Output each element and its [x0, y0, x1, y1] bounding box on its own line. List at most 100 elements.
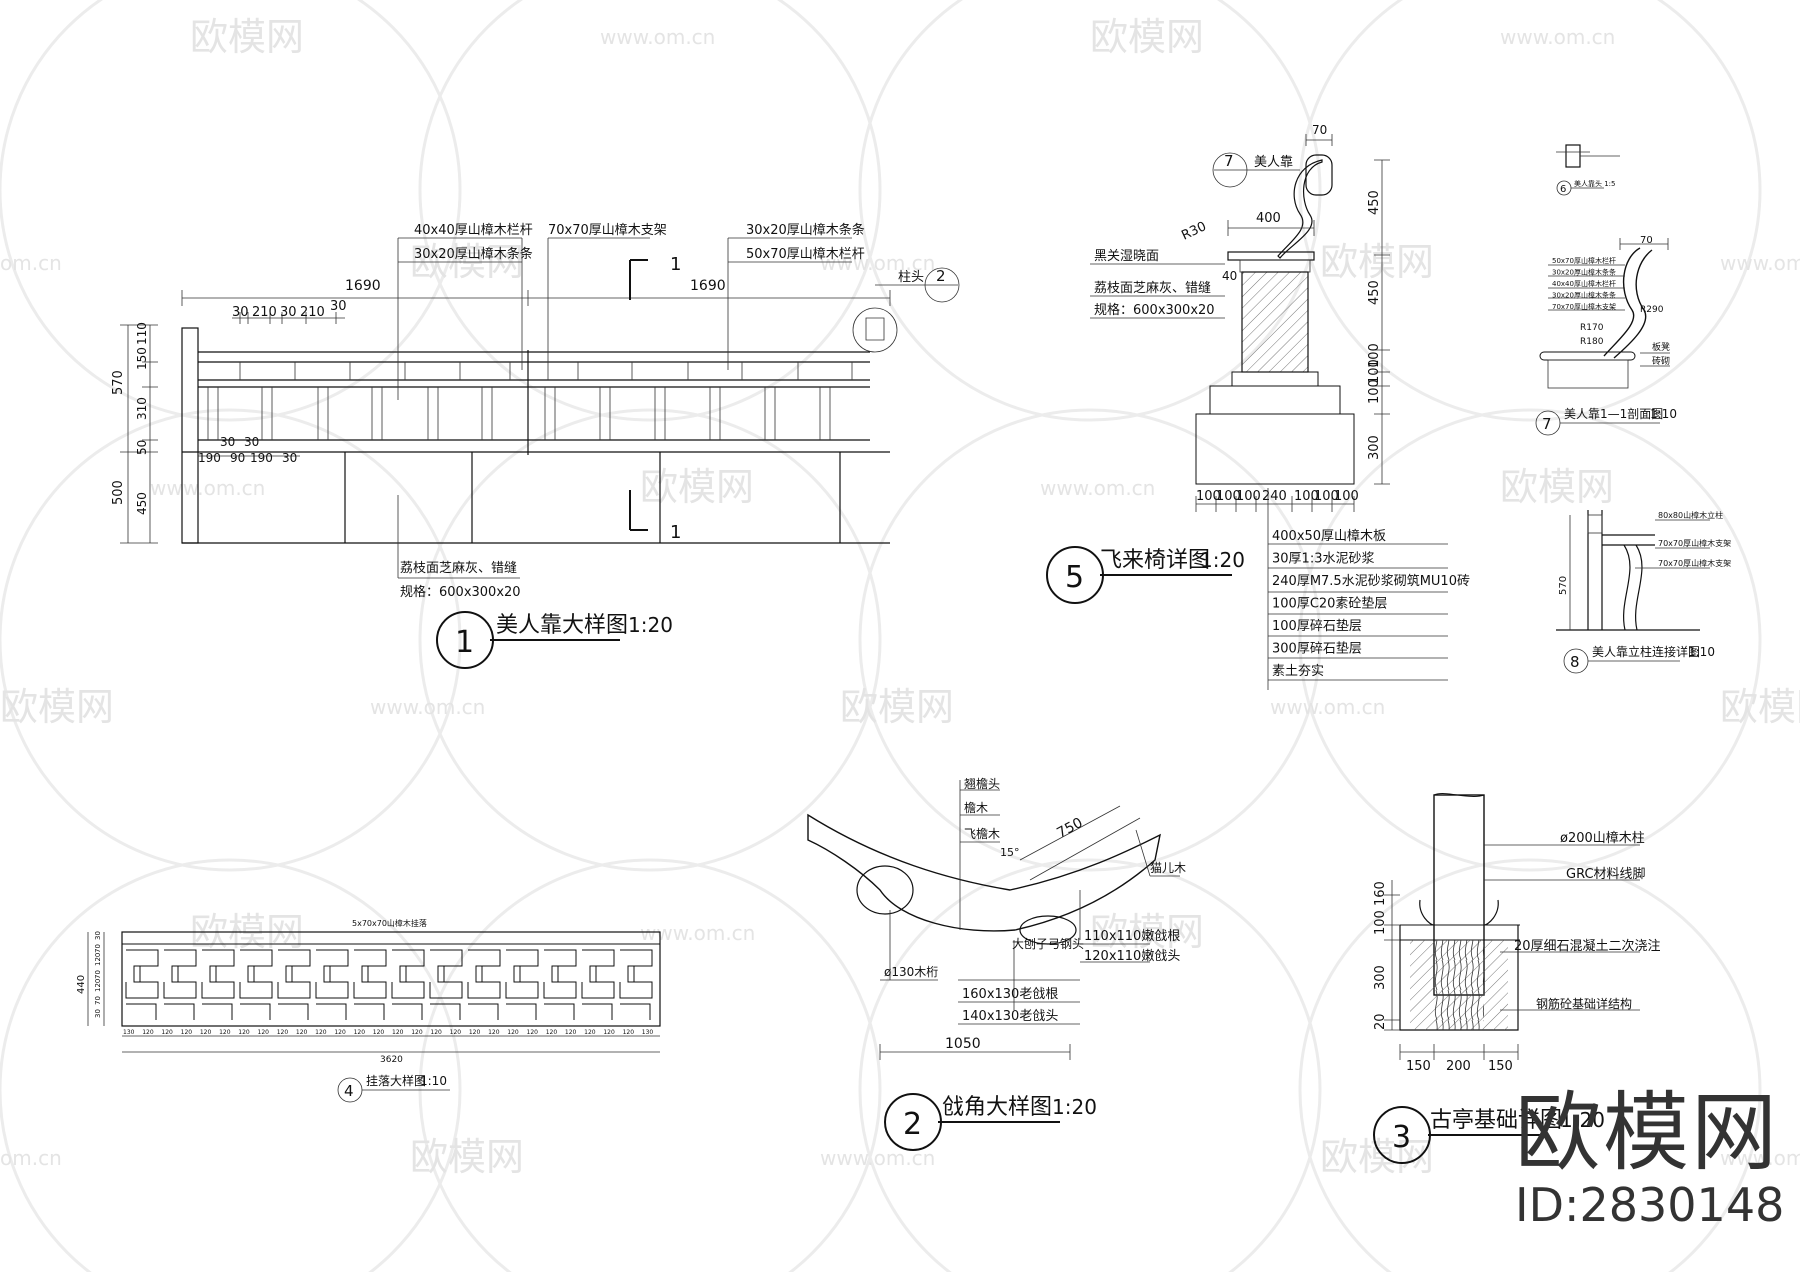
d4-dim-bottom: 120 [392, 1029, 404, 1036]
d2-angle: 15° [1000, 846, 1020, 859]
d5-dim-40: 40 [1222, 269, 1237, 283]
d4-dim-bottom: 120 [411, 1029, 423, 1036]
d8-number: 8 [1570, 653, 1580, 671]
watermark-url: www.om.cn [1500, 25, 1615, 49]
d4-dim-left: 70 [94, 970, 102, 979]
d4-dim-left: 30 [94, 931, 102, 940]
fret-cell [239, 949, 273, 1020]
d2-label-g: 160x130老戗根 [962, 987, 1058, 1002]
d1-dim-b30c: 30 [282, 451, 297, 465]
d7-title: 美人靠1—1剖面图 [1564, 407, 1663, 421]
d7-label: 40x40厚山樟木栏杆 [1552, 279, 1616, 288]
d1-callout-label: 柱头 [898, 270, 924, 285]
fret-cell [581, 949, 615, 1020]
d4-scale: 1:10 [420, 1074, 447, 1088]
d5-dim-r30: R30 [1179, 219, 1209, 243]
d4-dim-bottom: 120 [258, 1029, 270, 1036]
d4-top-label: 5x70x70山樟木挂落 [352, 918, 427, 928]
d4-dim-bottom: 120 [565, 1029, 577, 1036]
fret-cell [619, 949, 653, 1020]
d5-layer-label: 100厚C20素砼垫层 [1272, 596, 1387, 612]
watermark-url: www.om.cn [150, 476, 265, 500]
d4-dim-left: 120 [94, 953, 102, 966]
watermark-url: www.om.cn [1720, 251, 1800, 275]
d7-label: 30x20厚山樟木条条 [1552, 268, 1616, 277]
d7-radius-2: R180 [1580, 337, 1604, 347]
drawing-8-post-connection: 570 80x80山樟木立柱 70x70厚山樟木支架 70x70厚山樟木支架 8… [1556, 510, 1731, 674]
watermark-brand: 欧模网 [1720, 685, 1800, 729]
d2-number: 2 [903, 1107, 922, 1142]
d1-dim-b30b: 30 [244, 435, 259, 449]
d7-top-dim: 70 [1640, 235, 1653, 246]
d1-dim-b190b: 190 [250, 451, 273, 465]
d1-section-mark-bottom: 1 [670, 522, 681, 543]
d3-dim-bottom-2: 200 [1446, 1059, 1471, 1074]
fret-cell [277, 949, 311, 1020]
d6-title: 美人靠头 1:5 [1574, 179, 1616, 188]
d4-dim-bottom: 120 [238, 1029, 250, 1036]
d5-label-left3: 规格：600x300x20 [1094, 302, 1215, 318]
fret-cell [201, 949, 235, 1020]
d4-number: 4 [344, 1082, 354, 1100]
d1-dim-450: 450 [135, 492, 149, 515]
d2-label-e: ø130木桁 [884, 965, 938, 979]
fret-cell [505, 949, 539, 1020]
watermark-url: www.om.cn [1040, 476, 1155, 500]
d2-label-b: 檐木 [964, 801, 988, 815]
watermark-brand: 欧模网 [0, 685, 114, 729]
drawing-3-foundation: ø200山樟木柱 GRC材料线脚 20厚细石混凝土二次浇注 钢筋砼基础详结构 1… [1373, 793, 1661, 1164]
d3-dim-bottom-1: 150 [1406, 1059, 1431, 1074]
d1-label-bottom2: 规格：600x300x20 [400, 584, 521, 600]
d4-title: 挂落大样图 [366, 1073, 426, 1088]
d7-radius-1: R170 [1580, 323, 1604, 333]
d5-dim-bottom: 100 [1314, 489, 1339, 504]
d1-dim-570: 570 [111, 370, 126, 395]
d4-dim-left: 30 [94, 1009, 102, 1018]
d1-dim-b30a: 30 [220, 435, 235, 449]
d1-label-top1: 40x40厚山樟木栏杆 [414, 223, 533, 238]
d2-label-a: 翘檐头 [964, 777, 1000, 791]
d3-dim-left-3: 300 [1373, 965, 1388, 990]
drawing-1-railing-elevation: 1690 1690 30 210 30 210 30 570 500 150 1… [111, 222, 960, 669]
watermark-url: www.om.cn [640, 921, 755, 945]
d6-number: 6 [1560, 184, 1566, 195]
d8-dim: 570 [1558, 576, 1569, 595]
d4-height: 440 [76, 975, 87, 994]
brand-name: 欧模网 [1515, 1083, 1779, 1183]
d5-dim-bottom: 100 [1196, 489, 1221, 504]
d4-dim-bottom: 120 [584, 1029, 596, 1036]
d5-dim-bottom: 100 [1294, 489, 1319, 504]
d4-dim-bottom: 120 [277, 1029, 289, 1036]
d5-layer-label: 30厚1:3水泥砂浆 [1272, 552, 1374, 567]
d2-label-h: 140x130老戗头 [962, 1009, 1058, 1024]
d1-dim-210b: 210 [300, 305, 325, 320]
d5-number: 5 [1065, 560, 1084, 595]
d4-dim-bottom: 130 [123, 1029, 135, 1036]
d7-number: 7 [1542, 415, 1552, 433]
d4-dim-bottom: 120 [200, 1029, 212, 1036]
d8-label-2: 70x70厚山樟木支架 [1658, 538, 1731, 548]
d5-dim-right: 300 [1367, 435, 1382, 460]
watermark-url: www.om.cn [370, 695, 485, 719]
d1-dim-500: 500 [111, 480, 126, 505]
d1-label-top4: 30x20厚山樟木条条 [746, 222, 865, 238]
d8-scale: 1:10 [1688, 645, 1715, 659]
d1-dim-110: 110 [135, 322, 149, 345]
d7-side-1: 板凳 [1652, 341, 1670, 353]
d1-dim-30c: 30 [330, 299, 347, 314]
d3-scale: 1:20 [1560, 1108, 1605, 1132]
d4-dim-bottom: 120 [354, 1029, 366, 1036]
watermark-brand: 欧模网 [1500, 465, 1614, 509]
d4-total: 3620 [380, 1055, 403, 1065]
d3-title: 古亭基础详图 [1430, 1108, 1562, 1133]
d4-dim-left: 120 [94, 979, 102, 992]
d5-layer-label: 100厚碎石垫层 [1272, 618, 1362, 634]
d8-label-1: 80x80山樟木立柱 [1658, 510, 1723, 520]
watermark-brand: 欧模网 [410, 1135, 524, 1179]
d4-dim-bottom: 120 [315, 1029, 327, 1036]
watermark-url: www.om.cn [1270, 695, 1385, 719]
drawing-2-eave-corner: 750 1050 15° 翘檐头 檐木 飞檐木 猫儿木 ø130木桁 大刨子弓钢… [807, 777, 1186, 1151]
